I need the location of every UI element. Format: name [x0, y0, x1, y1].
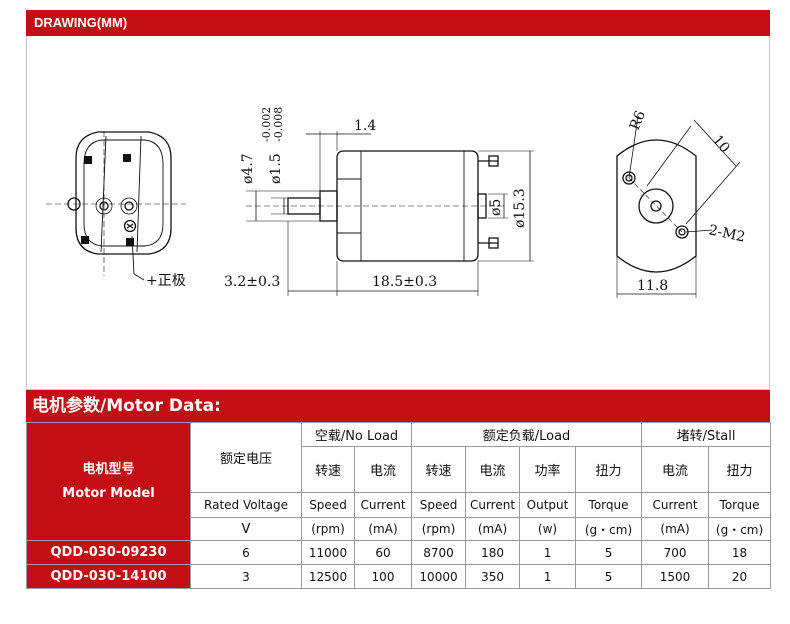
output-cell: 1: [519, 564, 577, 589]
nl-current-cn: 电流: [353, 446, 413, 493]
l-speed-cell: 8700: [411, 540, 467, 565]
l-torque-cn: 扭力: [575, 446, 643, 493]
drawing-title: DRAWING(MM): [26, 10, 770, 36]
nl-current-cell: 100: [353, 564, 413, 589]
load-header: 额定负载/Load: [411, 422, 643, 447]
dia-5-label: ø5: [488, 199, 504, 216]
nl-current-cell: 60: [353, 540, 413, 565]
l-speed-cn: 转速: [411, 446, 467, 493]
l-power-cn: 功率: [519, 446, 577, 493]
s-current-cell: 700: [641, 540, 710, 565]
end-cap-view: [46, 131, 186, 281]
s-current-cn: 电流: [641, 446, 710, 493]
width-14-label: 1.4: [354, 118, 376, 134]
unit-nl-current: (mA): [353, 517, 413, 541]
side-view: [246, 131, 534, 296]
length-32-label: 3.2±0.3: [224, 274, 280, 290]
nl-speed-cell: 12500: [301, 564, 355, 589]
s-torque-cell: 20: [708, 564, 772, 589]
unit-output: (w): [519, 517, 577, 541]
motor-spec-table: 电机型号 Motor Model 额定电压 空载/No Load 额定负载/Lo…: [26, 422, 772, 589]
length-185-label: 18.5±0.3: [372, 274, 437, 290]
unit-s-current: (mA): [641, 517, 710, 541]
front-view: [616, 115, 741, 298]
shaft-tol-lower: -0.008: [272, 107, 285, 142]
l-speed-cell: 10000: [411, 564, 467, 589]
dist-10-label: 10: [709, 132, 733, 156]
model-cell: QDD-030-14100: [26, 564, 191, 589]
nl-current-en: Current: [353, 492, 413, 518]
unit-l-current: (mA): [465, 517, 521, 541]
l-current-cell: 180: [465, 540, 521, 565]
unit-nl-speed: (rpm): [301, 517, 355, 541]
m2-holes-label: 2-M2: [707, 222, 746, 245]
voltage-header-cn: 额定电压: [190, 422, 302, 493]
width-118-label: 11.8: [637, 278, 668, 294]
nl-speed-cell: 11000: [301, 540, 355, 565]
unit-l-torque: (g・cm): [575, 517, 643, 541]
model-cell: QDD-030-09230: [26, 540, 191, 565]
l-torque-en: Torque: [575, 492, 643, 518]
table-row: QDD-030-09230 6 11000 60 8700 180 1 5 70…: [26, 540, 772, 565]
dia-47-label: ø4.7: [240, 153, 256, 184]
shaft-dia-label: ø1.5: [268, 153, 284, 184]
motor-data-title: 电机参数/Motor Data:: [26, 390, 770, 422]
header-row-3: Rated Voltage Speed Current Speed Curren…: [27, 492, 772, 518]
technical-drawing: +正极 ø4.7 ø1.5: [46, 107, 747, 298]
table-row: QDD-030-14100 3 12500 100 10000 350 1 5 …: [26, 564, 772, 589]
stall-header: 堵转/Stall: [641, 422, 772, 447]
unit-voltage: V: [190, 517, 302, 541]
s-torque-cn: 扭力: [708, 446, 772, 493]
positive-terminal-label: +正极: [146, 273, 186, 289]
voltage-header-en: Rated Voltage: [190, 492, 302, 518]
model-header-en: Motor Model: [62, 485, 155, 501]
model-header-cn: 电机型号: [82, 461, 135, 477]
shaft-tol-upper: -0.002: [260, 107, 273, 142]
voltage-cell: 6: [190, 540, 302, 565]
nl-speed-en: Speed: [301, 492, 355, 518]
l-speed-en: Speed: [411, 492, 467, 518]
no-load-header: 空载/No Load: [300, 422, 413, 447]
unit-s-torque: (g・cm): [708, 517, 772, 541]
header-row-1: 电机型号 Motor Model 额定电压 空载/No Load 额定负载/Lo…: [26, 422, 772, 541]
unit-l-speed: (rpm): [411, 517, 467, 541]
s-torque-cell: 18: [708, 540, 772, 565]
voltage-cell: 3: [190, 564, 302, 589]
nl-speed-cn: 转速: [301, 446, 355, 493]
output-cell: 1: [519, 540, 577, 565]
model-header: 电机型号 Motor Model: [26, 422, 191, 541]
s-current-en: Current: [641, 492, 710, 518]
l-torque-cell: 5: [575, 564, 643, 589]
s-torque-en: Torque: [708, 492, 772, 518]
dia-153-label: ø15.3: [512, 188, 528, 228]
s-current-cell: 1500: [641, 564, 710, 589]
l-current-en: Current: [465, 492, 521, 518]
l-torque-cell: 5: [575, 540, 643, 565]
radius-6-label: R6: [627, 108, 649, 132]
l-current-cell: 350: [465, 564, 521, 589]
l-output-en: Output: [519, 492, 577, 518]
l-current-cn: 电流: [465, 446, 521, 493]
